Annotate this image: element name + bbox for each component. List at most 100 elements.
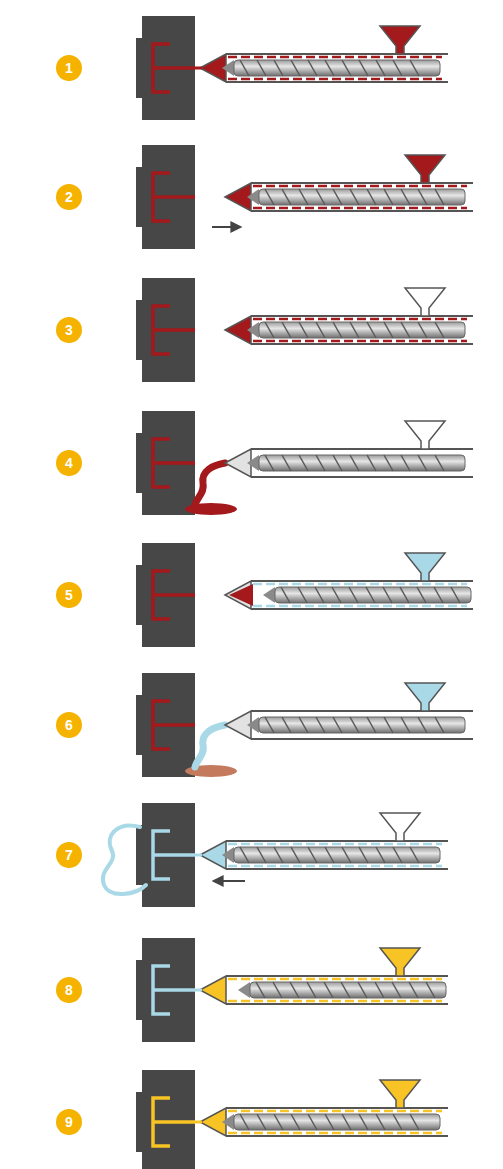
melt: [253, 318, 467, 321]
mold: [136, 938, 195, 1042]
hopper: [380, 26, 420, 54]
step-number: 1: [65, 61, 73, 75]
nozzle: [200, 976, 226, 1004]
ejected-part: [103, 826, 146, 894]
barrel: [226, 976, 448, 1004]
step-number: 5: [65, 588, 73, 602]
callout-number: 6: [56, 712, 82, 738]
callout-number: 8: [56, 977, 82, 1003]
injection-unit: [195, 1080, 448, 1136]
callout-number: 4: [56, 450, 82, 476]
melt: [228, 78, 442, 81]
callout-number: 2: [56, 184, 82, 210]
screw-tip: [247, 717, 259, 733]
melt: [228, 978, 442, 981]
mold-cavity: [153, 173, 195, 221]
mold: [136, 278, 195, 382]
melt: [253, 207, 467, 210]
purging-step: [136, 16, 448, 120]
barrel: [251, 581, 473, 609]
screw-tip: [263, 587, 275, 603]
purge-stream: [195, 725, 225, 767]
barrel: [226, 841, 448, 869]
screw: [275, 587, 471, 603]
barrel: [251, 316, 473, 344]
mold: [136, 673, 195, 777]
injection-unit: [225, 155, 473, 211]
screw: [250, 982, 446, 998]
injection-unit: [195, 813, 448, 869]
purging-step: [136, 278, 473, 382]
mold-cavity: [153, 571, 195, 619]
hopper: [405, 155, 445, 183]
melt: [228, 1000, 442, 1003]
hopper: [405, 553, 445, 581]
injection-unit: [185, 683, 473, 777]
hopper: [405, 421, 445, 449]
callout-number: 9: [56, 1109, 82, 1135]
barrel: [251, 183, 473, 211]
purging-step: [103, 803, 448, 907]
step-number: 6: [65, 718, 73, 732]
melt: [253, 185, 467, 188]
callout-number: 5: [56, 582, 82, 608]
screw: [259, 717, 465, 733]
melt: [228, 843, 442, 846]
motion-arrow: [212, 226, 240, 228]
screw-tip: [247, 189, 259, 205]
melt: [228, 1132, 442, 1135]
screw-tip: [247, 322, 259, 338]
mold-cavity: [153, 1098, 195, 1146]
mold: [136, 145, 195, 249]
screw: [259, 322, 465, 338]
purging-step: [136, 411, 473, 515]
step-number: 8: [65, 983, 73, 997]
purge-stream: [195, 463, 225, 505]
hopper: [405, 288, 445, 316]
injection-unit: [195, 26, 448, 82]
barrel: [226, 1108, 448, 1136]
injection-unit: [225, 288, 473, 344]
screw-tip: [222, 847, 234, 863]
hopper: [380, 813, 420, 841]
barrel: [251, 711, 473, 739]
melt: [253, 340, 467, 343]
screw-tip: [247, 455, 259, 471]
mold: [136, 411, 195, 515]
motion-arrow: [214, 880, 245, 882]
melt: [228, 1110, 442, 1113]
mold-cavity: [153, 831, 195, 879]
screw: [234, 60, 440, 76]
screw: [234, 1114, 440, 1130]
melt: [228, 56, 442, 59]
mold: [136, 1070, 195, 1169]
callout-number: 7: [56, 842, 82, 868]
mold: [136, 803, 195, 907]
melt: [253, 583, 467, 586]
melt: [253, 605, 467, 608]
mold-cavity: [153, 701, 195, 749]
step-number: 9: [65, 1115, 73, 1129]
melt: [228, 865, 442, 868]
purging-step: [136, 145, 473, 249]
hopper: [405, 683, 445, 711]
hopper: [380, 948, 420, 976]
mold: [136, 16, 195, 120]
step-number: 7: [65, 848, 73, 862]
screw: [234, 847, 440, 863]
step-number: 2: [65, 190, 73, 204]
purging-step: [136, 543, 473, 647]
residual-material: [229, 584, 253, 606]
screw-tip: [238, 982, 250, 998]
callout-number: 1: [56, 55, 82, 81]
injection-unit: [195, 948, 448, 1004]
injection-unit: [185, 421, 473, 515]
injection-unit: [225, 553, 473, 609]
screw: [259, 455, 465, 471]
barrel: [226, 54, 448, 82]
mold-cavity: [153, 44, 195, 92]
callout-number: 3: [56, 317, 82, 343]
screw: [259, 189, 465, 205]
purging-step: [136, 938, 448, 1042]
step-number: 4: [65, 456, 73, 470]
